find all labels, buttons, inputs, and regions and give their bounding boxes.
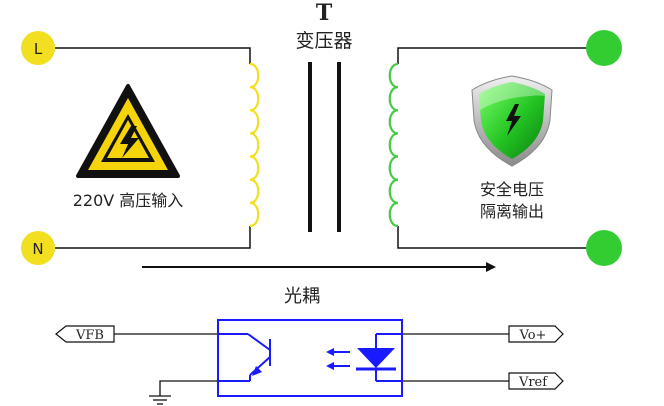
terminal-neutral: N [21, 231, 55, 265]
secondary-wires [397, 47, 600, 249]
emitter-arrow-icon [252, 366, 262, 376]
port-vref-label: Vref [518, 375, 548, 390]
port-vref: Vref [508, 372, 564, 390]
optocoupler-wires [114, 333, 509, 396]
primary-coil [249, 62, 260, 228]
secondary-coil [388, 62, 399, 228]
optocoupler-label: 光耦 [284, 286, 320, 307]
terminal-output-top [586, 30, 622, 66]
terminal-line-label: L [34, 40, 43, 58]
optocoupler-box [217, 319, 403, 397]
primary-wires [48, 47, 251, 249]
terminal-neutral-label: N [32, 240, 43, 258]
port-vfb: VFB [55, 325, 115, 343]
transformer-core [308, 62, 341, 232]
light-arrows-icon [326, 348, 350, 370]
terminal-output-bottom [586, 230, 622, 266]
terminal-line: L [21, 31, 55, 65]
port-vo-plus-label: Vo+ [519, 328, 547, 343]
led-icon [356, 333, 402, 382]
high-voltage-warning-icon [76, 84, 180, 178]
port-vo-plus: Vo+ [508, 325, 564, 343]
transformer-label: 变压器 [295, 30, 352, 52]
output-label-line1: 安全电压 [480, 180, 544, 199]
ground-icon [149, 395, 171, 405]
energy-flow-arrow [142, 262, 496, 272]
port-vfb-label: VFB [75, 328, 104, 343]
output-label-line2: 隔离输出 [480, 202, 544, 221]
safety-shield-icon [471, 75, 553, 167]
transformer-designator: T [316, 0, 333, 26]
input-voltage-label: 220V 高压输入 [73, 191, 184, 210]
phototransistor-icon [218, 333, 271, 382]
